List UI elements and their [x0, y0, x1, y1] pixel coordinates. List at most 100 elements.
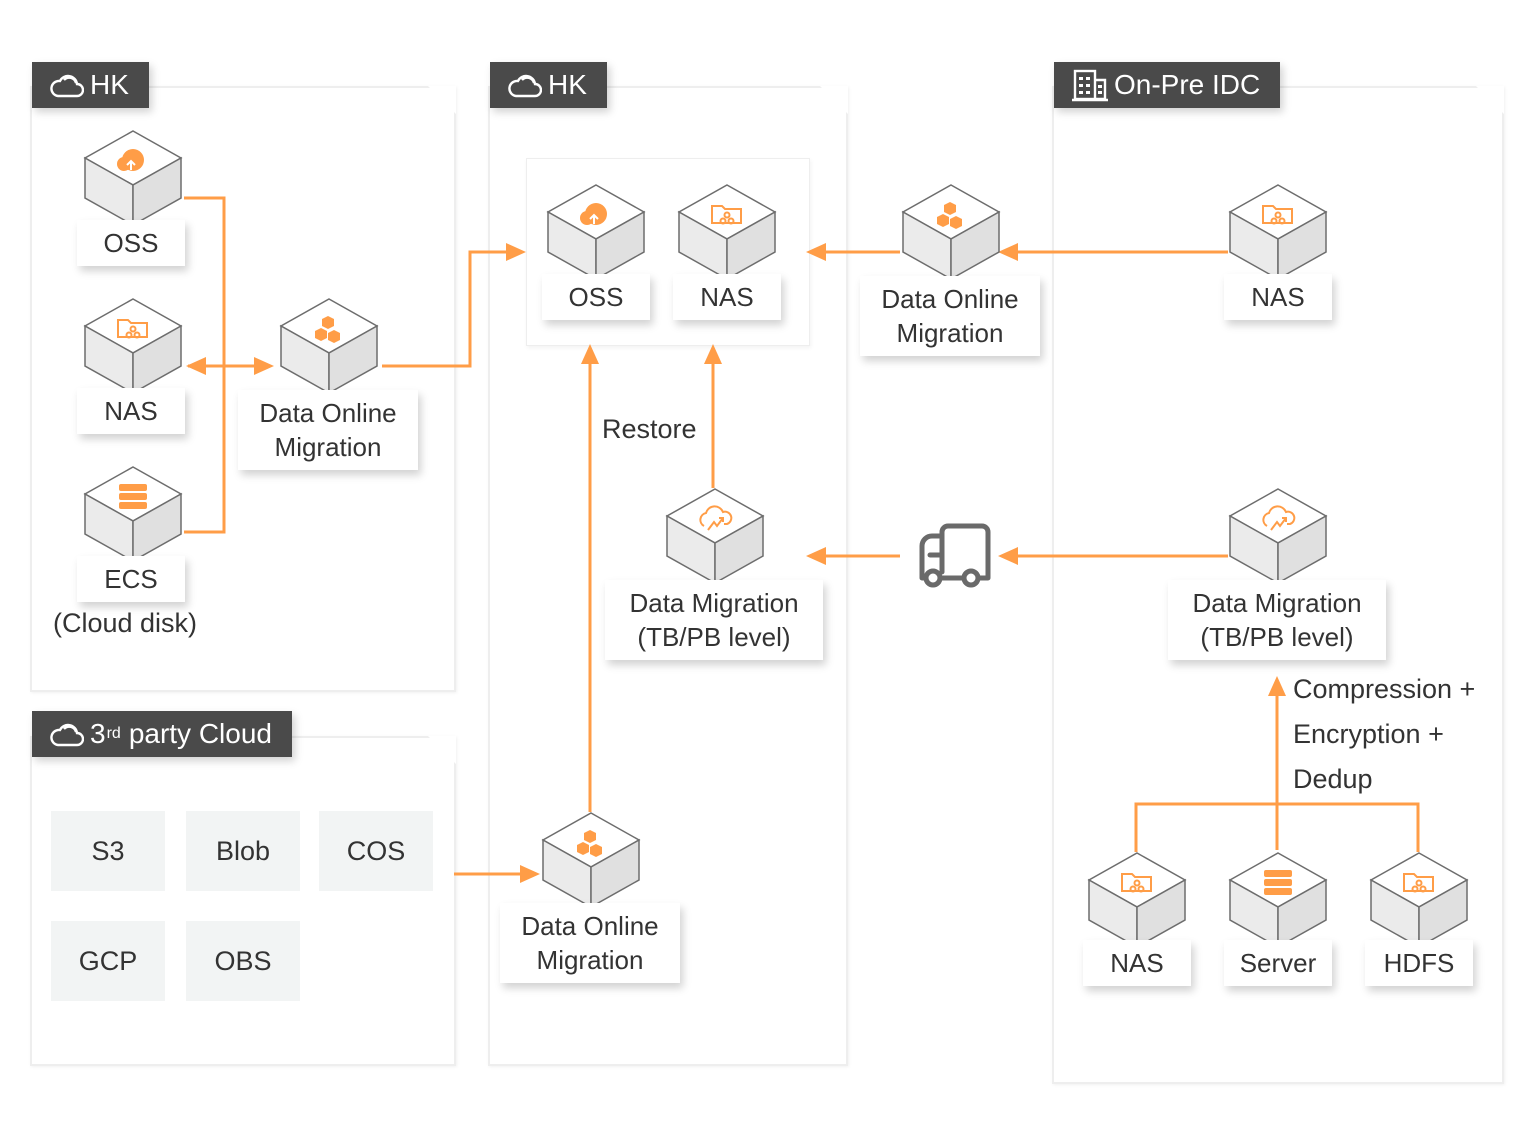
tab-title: HK	[90, 69, 129, 100]
label-line: Data Online	[881, 284, 1019, 314]
arrowhead	[581, 344, 599, 364]
arrowhead	[806, 243, 826, 261]
label-line: Data Online	[259, 398, 397, 428]
tab-title-prefix: 3	[90, 718, 106, 749]
cloud-icon	[50, 74, 84, 98]
cube-icon	[83, 298, 183, 395]
node-hk-nas[interactable]	[78, 296, 188, 396]
label-line: Migration	[274, 432, 382, 462]
nas-folder-share-icon	[1262, 205, 1293, 225]
node-idc-nas-source[interactable]	[1082, 850, 1192, 950]
label-idc-data-migration: Data Migration (TB/PB level)	[1168, 580, 1386, 660]
arrowhead	[520, 865, 540, 883]
label-hk-nas: NAS	[77, 388, 185, 434]
cube-icon	[546, 184, 646, 281]
cube-icon	[1228, 488, 1328, 585]
label-line: Migration	[896, 318, 1004, 348]
arrowhead	[806, 547, 826, 565]
tile-gcp[interactable]: GCP	[51, 921, 165, 1001]
node-mid-data-online-migration[interactable]	[896, 182, 1006, 282]
cube-icon	[1087, 852, 1187, 949]
connector-tree-bar	[1134, 802, 1420, 852]
node-hk-data-online-migration[interactable]	[274, 296, 384, 396]
label-line: Data Migration	[1192, 588, 1362, 618]
cube-icon	[1228, 852, 1328, 949]
node-target-data-migration[interactable]	[660, 486, 770, 586]
tab-title: On-Pre IDC	[1114, 69, 1261, 100]
annotation-restore: Restore	[602, 414, 697, 444]
server-stack-icon	[1264, 870, 1292, 895]
cube-icon	[677, 184, 777, 281]
node-idc-server[interactable]	[1223, 850, 1333, 950]
panel-third-party-cloud	[30, 736, 456, 1066]
arrowhead	[506, 243, 526, 261]
cloud-transfer-icon	[699, 505, 733, 531]
cube-icon	[901, 184, 1001, 281]
node-hk-ecs[interactable]	[78, 464, 188, 564]
cube-icon	[1228, 184, 1328, 281]
node-target-data-online-migration[interactable]	[536, 810, 646, 910]
cube-icon	[83, 130, 183, 227]
tab-on-pre-idc: On-Pre IDC	[1054, 62, 1281, 108]
label-line: Migration	[536, 945, 644, 975]
cube-icon	[665, 488, 765, 585]
nas-folder-share-icon	[1403, 873, 1434, 893]
hexagons-icon	[937, 202, 962, 229]
label-idc-nas-source: NAS	[1083, 940, 1191, 986]
arrowhead	[1268, 676, 1286, 696]
label-line: Data Migration	[629, 588, 799, 618]
node-idc-hdfs[interactable]	[1364, 850, 1474, 950]
node-idc-data-migration[interactable]	[1223, 486, 1333, 586]
tab-hk-source: HK	[32, 62, 149, 108]
label-hk-ecs: ECS	[77, 556, 185, 602]
nas-folder-share-icon	[711, 205, 742, 225]
label-target-oss: OSS	[542, 274, 650, 320]
tile-obs[interactable]: OBS	[186, 921, 300, 1001]
label-line: (TB/PB level)	[637, 622, 791, 652]
building-icon	[1072, 69, 1108, 102]
label-target-nas: NAS	[673, 274, 781, 320]
arrowhead	[998, 243, 1018, 261]
panel-corner	[820, 86, 848, 114]
label-hk-ecs-sub: (Cloud disk)	[53, 608, 198, 638]
connector-dom-to-target	[382, 250, 516, 368]
label-line: Data Online	[521, 911, 659, 941]
tile-s3[interactable]: S3	[51, 811, 165, 891]
cloud-icon	[508, 74, 542, 98]
arrowhead	[998, 547, 1018, 565]
label-idc-nas: NAS	[1224, 274, 1332, 320]
annotation-dedup: Dedup	[1293, 764, 1373, 794]
label-mid-data-online-migration: Data Online Migration	[860, 276, 1040, 356]
tile-cos[interactable]: COS	[319, 811, 433, 891]
arrowhead	[186, 357, 206, 375]
oss-cloud-upload-icon	[117, 149, 144, 171]
tab-title-suffix: party Cloud	[128, 718, 272, 749]
cube-icon	[1369, 852, 1469, 949]
nas-folder-share-icon	[117, 319, 148, 339]
panel-corner	[428, 86, 456, 114]
annotation-compression: Compression +	[1293, 674, 1476, 704]
label-idc-hdfs: HDFS	[1365, 940, 1473, 986]
label-target-data-online-migration: Data Online Migration	[500, 903, 680, 983]
label-hk-data-online-migration: Data Online Migration	[238, 390, 418, 470]
tab-title: HK	[548, 69, 587, 100]
truck-icon	[912, 520, 992, 590]
cube-icon	[83, 466, 183, 563]
node-idc-nas[interactable]	[1223, 182, 1333, 282]
label-line: (TB/PB level)	[1200, 622, 1354, 652]
nas-folder-share-icon	[1121, 873, 1152, 893]
tile-blob[interactable]: Blob	[186, 811, 300, 891]
cube-icon	[541, 812, 641, 909]
node-hk-oss[interactable]	[78, 128, 188, 228]
tab-hk-target: HK	[490, 62, 607, 108]
cube-icon	[279, 298, 379, 395]
tab-title-sup: rd	[106, 725, 121, 742]
arrowhead	[254, 357, 274, 375]
oss-cloud-upload-icon	[580, 203, 607, 225]
node-target-oss[interactable]	[541, 182, 651, 282]
node-target-nas[interactable]	[672, 182, 782, 282]
cloud-transfer-icon	[1262, 505, 1296, 531]
panel-corner	[428, 736, 456, 764]
